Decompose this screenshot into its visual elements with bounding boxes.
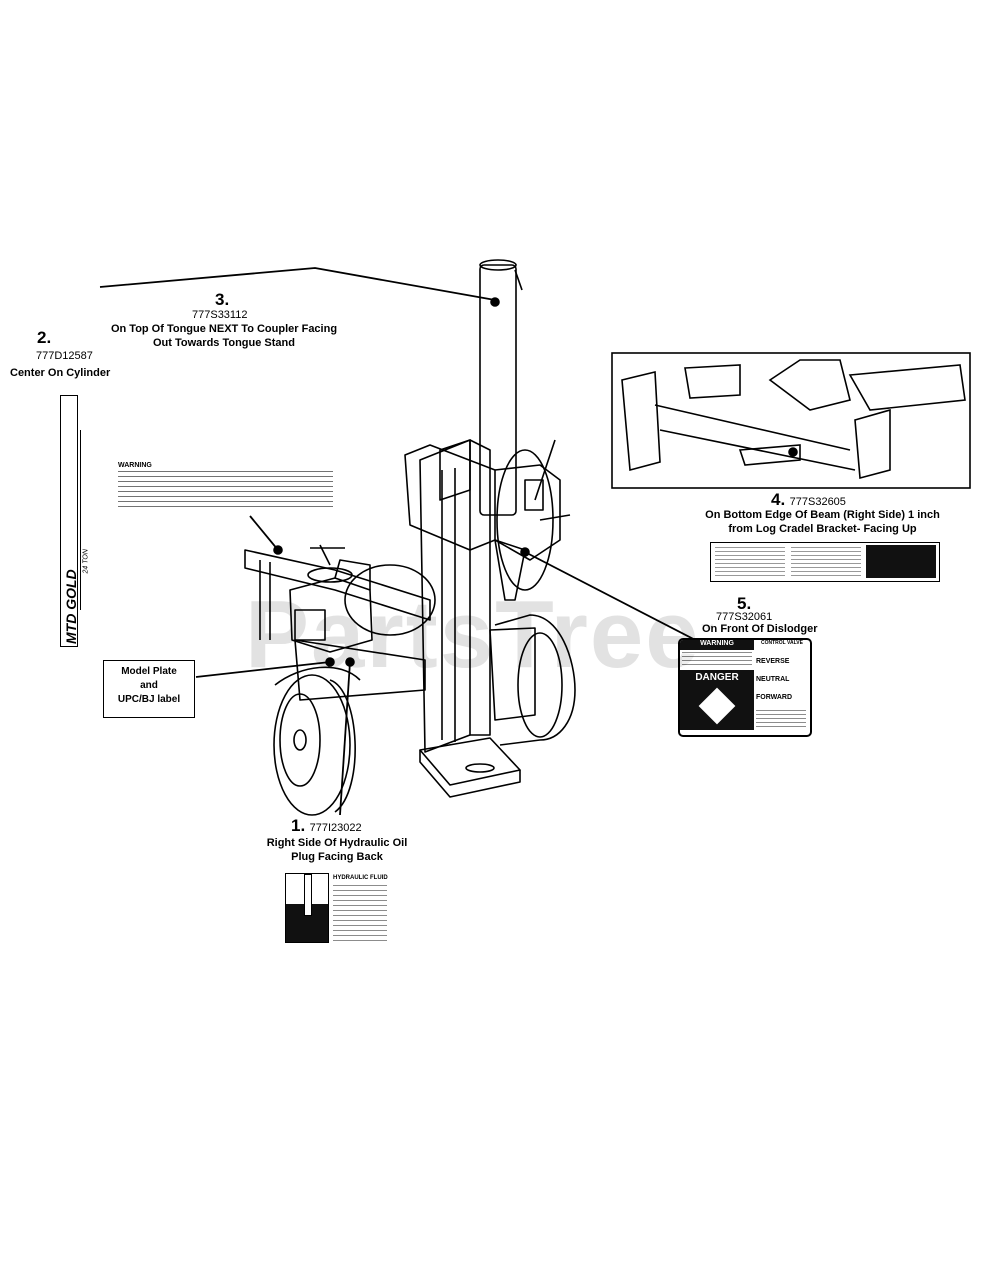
inset-beam-closeup: [611, 352, 971, 489]
leader-line-5: [524, 551, 706, 646]
callout-1-caption-line2: Plug Facing Back: [291, 851, 383, 863]
decal-5-danger: DANGER: [695, 672, 739, 683]
callout-4-caption-line1: On Bottom Edge Of Beam (Right Side) 1 in…: [705, 509, 940, 521]
callout-3-part-number: 777S33112: [192, 309, 248, 321]
decal-2-brand: MTD GOLD: [63, 569, 79, 644]
leader-line-model: [195, 661, 331, 678]
callout-4-part-number: 777S32605: [789, 496, 846, 508]
decal-1-heading: HYDRAULIC FLUID: [333, 875, 388, 881]
callout-1-caption-line1: Right Side Of Hydraulic Oil: [266, 837, 408, 849]
leader-line-3: [249, 515, 279, 551]
decal-2-mtd-gold: MTD GOLD: [60, 395, 79, 647]
callout-3-number: 3.: [215, 290, 230, 309]
callout-5-number: 5.: [737, 594, 752, 613]
decal-5-neutral: NEUTRAL: [756, 676, 790, 683]
callout-5-caption: On Front Of Dislodger: [702, 623, 818, 635]
callout-4-number: 4.: [771, 490, 786, 509]
callout-2-number: 2.: [37, 328, 52, 347]
callout-3-caption-line2: Out Towards Tongue Stand: [153, 337, 295, 349]
callout-1-part-number: 777I23022: [309, 822, 362, 834]
decal-3-heading: WARNING: [118, 462, 152, 469]
decal-2-rating: 24 TON: [82, 549, 90, 574]
decal-5-reverse: REVERSE: [756, 658, 790, 665]
callout-2-caption: Center On Cylinder: [10, 367, 111, 379]
watermark: PartsTree™: [245, 581, 717, 688]
decal-5-dislodger: WARNING DANGER CONTROL VALVE REVERSE NEU…: [678, 638, 812, 737]
decal-1-hydraulic-fluid: HYDRAULIC FLUID: [285, 873, 389, 945]
leader-line-2: [99, 267, 496, 301]
decal-5-warning: WARNING: [680, 640, 754, 650]
decal-4: [710, 542, 940, 582]
callout-4-caption-line2: from Log Cradel Bracket- Facing Up: [728, 523, 917, 535]
callout-2-part-number: 777D12587: [36, 350, 93, 362]
callout-3-caption-line1: On Top Of Tongue NEXT To Coupler Facing: [110, 323, 338, 335]
decal-5-control-valve: CONTROL VALVE: [761, 640, 803, 646]
decal-5-forward: FORWARD: [756, 694, 793, 701]
callout-1-number: 1.: [291, 816, 306, 835]
model-plate-label: Model Plate and UPC/BJ label: [103, 660, 195, 718]
decal-3-warning: WARNING: [118, 462, 333, 510]
callout-5-part-number: 777S32061: [716, 611, 773, 623]
